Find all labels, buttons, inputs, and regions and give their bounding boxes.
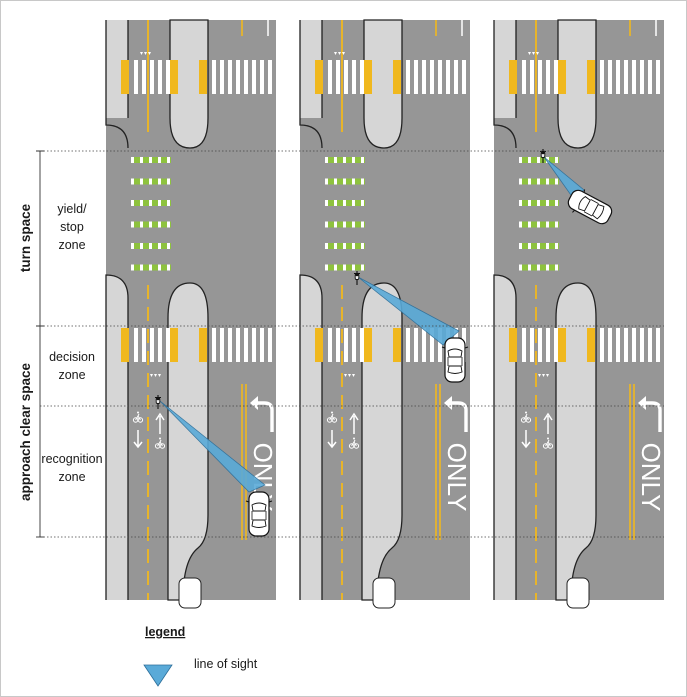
green-conflict-markings bbox=[131, 157, 171, 271]
car-icon bbox=[441, 337, 469, 383]
panel-scenario-2: ONLY bbox=[299, 19, 472, 609]
panel-scenario-3: ONLY bbox=[493, 19, 666, 609]
line-of-sight-scenario-3 bbox=[539, 148, 617, 230]
left-turn-line bbox=[241, 384, 247, 540]
bike-lane-symbols bbox=[520, 411, 554, 449]
parked-car bbox=[178, 577, 202, 609]
yield-markings bbox=[150, 374, 161, 377]
legend-title: legend bbox=[145, 625, 185, 639]
left-turn-line bbox=[435, 384, 441, 540]
label-turn-space: turn space bbox=[18, 203, 33, 272]
legend-line-of-sight-label: line of sight bbox=[194, 657, 258, 671]
left-turn-line bbox=[629, 384, 635, 540]
zone-labels: turn space approach clear space yield/st… bbox=[18, 150, 103, 538]
yield-markings bbox=[538, 374, 549, 377]
line-of-sight-icon bbox=[143, 664, 173, 687]
median-island-top bbox=[363, 19, 403, 149]
bike-lane-bottom bbox=[105, 274, 129, 600]
green-conflict-markings bbox=[519, 157, 559, 271]
median-island-bottom bbox=[555, 282, 597, 601]
crosswalk-top bbox=[315, 60, 466, 94]
yield-markings bbox=[140, 52, 151, 55]
crosswalk-top bbox=[121, 60, 272, 94]
bike-lane-symbols bbox=[132, 411, 166, 449]
label-approach-clear-space: approach clear space bbox=[18, 362, 33, 501]
median-island-top bbox=[169, 19, 209, 149]
yield-markings bbox=[334, 52, 345, 55]
crosswalk-bottom bbox=[121, 328, 272, 362]
only-road-marking: ONLY bbox=[442, 443, 472, 512]
line-of-sight-scenario-1 bbox=[154, 394, 273, 537]
panel-scenario-1: ONLY bbox=[105, 19, 278, 609]
bike-lane-bottom bbox=[299, 274, 323, 600]
zone-guide-lines bbox=[40, 150, 664, 538]
bike-lane-bottom bbox=[493, 274, 517, 600]
bike-lane-symbols bbox=[326, 411, 360, 449]
yield-markings bbox=[528, 52, 539, 55]
crosswalk-bottom bbox=[509, 328, 660, 362]
crosswalk-top bbox=[509, 60, 660, 94]
parked-car bbox=[372, 577, 396, 609]
parked-car bbox=[566, 577, 590, 609]
only-road-marking: ONLY bbox=[636, 443, 666, 512]
line-of-sight-scenario-2 bbox=[353, 270, 469, 383]
green-conflict-markings bbox=[325, 157, 365, 271]
legend: legend line of sight bbox=[143, 625, 258, 687]
yield-markings bbox=[344, 374, 355, 377]
car-icon bbox=[245, 491, 273, 537]
line-of-sight-cone bbox=[159, 400, 266, 493]
median-island-bottom bbox=[167, 282, 209, 601]
median-island-top bbox=[557, 19, 597, 149]
